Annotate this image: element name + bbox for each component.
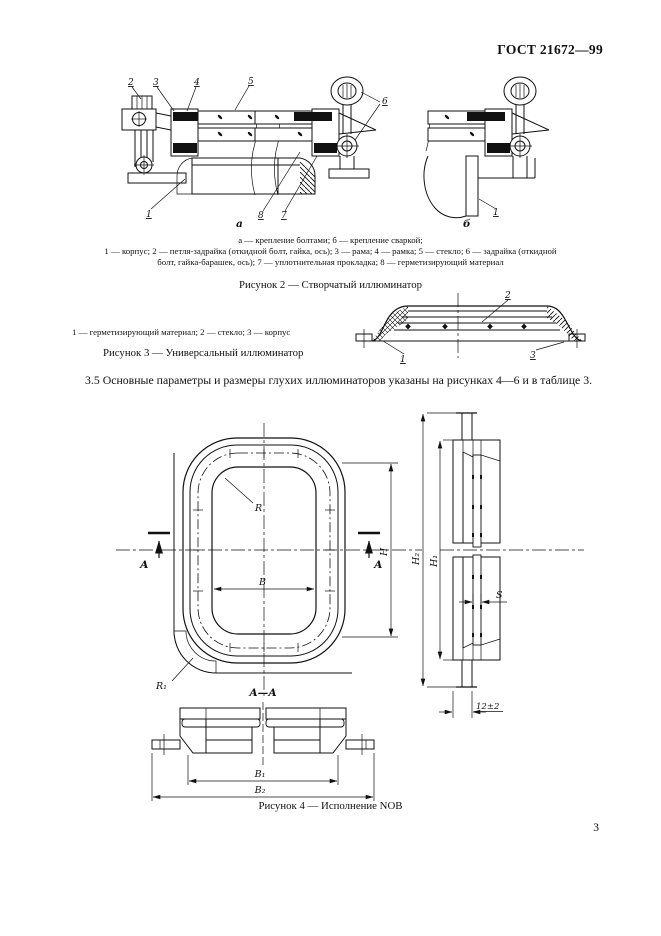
fig4-side-view: Н₂ Н₁ S 12±2 — [411, 412, 584, 718]
callout-6: 6 — [382, 97, 388, 107]
callout-1-right: 1 — [493, 208, 499, 218]
figure3-legend: 1 — герметизирующий материал; 2 — стекло… — [72, 327, 291, 337]
view-label-a: а — [236, 218, 243, 230]
fig4-section-a-a: А—А — [151, 687, 375, 801]
figure2-legend-line3: болт, гайка-барашек, ось); 7 — уплотните… — [157, 256, 504, 267]
figure4-caption: Рисунок 4 — Исполнение NOB — [258, 800, 403, 812]
dim-B2: В₂ — [254, 785, 266, 796]
dim-R: R — [254, 503, 262, 514]
view-label-b: б — [463, 218, 471, 230]
fig4-front-view: R R₁ А А В Н — [116, 423, 422, 697]
figure2-legend-line2: 1 — корпус; 2 — петля-задрайка (откидной… — [104, 245, 557, 256]
callout-1: 1 — [146, 210, 152, 220]
fig4-aa-left — [151, 707, 261, 755]
figure2-caption: Рисунок 2 — Створчатый иллюминатор — [238, 279, 423, 291]
fig4-aa-right — [265, 707, 375, 755]
fig3-glass-marks — [405, 323, 527, 330]
dim-H1: Н₁ — [429, 555, 440, 568]
fig2-wing-nut-right — [503, 76, 537, 106]
dim-S: S — [496, 590, 503, 601]
callout-5: 5 — [248, 77, 254, 87]
fig2-hull-plate — [465, 155, 479, 217]
callout-7: 7 — [281, 211, 287, 221]
fig2-gasket — [173, 143, 197, 153]
paragraph-3-5: 3.5 Основные параметры и размеры глухих … — [85, 373, 593, 387]
section-letter: А — [139, 559, 149, 571]
doc-number: ГОСТ 21672—99 — [497, 42, 603, 57]
callout-3: 3 — [153, 78, 159, 88]
section-letter: А — [373, 559, 383, 571]
dim-H: Н — [379, 547, 390, 557]
fig2-hull-left — [176, 157, 279, 195]
fig3-sealant-left — [372, 306, 408, 341]
fig2-bolted-assembly: 2 3 4 5 1 — [121, 77, 280, 220]
page-number: 3 — [593, 822, 599, 834]
fig4-opening — [211, 466, 317, 635]
fig4-aa-glass-left — [181, 718, 261, 728]
callout-4: 4 — [193, 78, 200, 88]
dim-H2: Н₂ — [411, 553, 422, 566]
fig4-glass-bottom — [472, 554, 482, 646]
callout-2: 2 — [127, 78, 134, 88]
fig3-sealant-right — [547, 306, 582, 341]
dim-R1: R₁ — [155, 681, 167, 692]
figure2-drawing: 2 3 4 5 1 — [121, 76, 550, 230]
figure4-drawing: R R₁ А А В Н — [116, 412, 584, 801]
dim-B1: В₁ — [254, 769, 266, 780]
callout-8: 8 — [258, 211, 264, 221]
section-view-title: А—А — [248, 687, 277, 699]
fig2-clamp-assembly: 8 7 6 а — [236, 76, 388, 230]
fig3-callout-3: 3 — [530, 351, 536, 361]
fig4-bolt-ticks — [193, 449, 335, 652]
figure3-caption: Рисунок 3 — Универсальный иллюминатор — [103, 347, 304, 359]
figure3-drawing: 2 1 3 — [355, 291, 586, 365]
fig4-section-mark-left: А — [139, 531, 170, 571]
fig4-aa-glass-right — [265, 718, 345, 728]
fig2-wing-nut — [330, 76, 364, 106]
dim-12pm2: 12±2 — [476, 702, 499, 712]
fig4-section-mark-right: А — [358, 531, 383, 571]
fig2-seal-top — [173, 112, 213, 121]
fig4-glass-top — [472, 454, 482, 548]
figure2-legend: а — крепление болтами; б — крепление сва… — [40, 235, 621, 267]
fig3-callout-2: 2 — [504, 291, 511, 301]
figure2-legend-line1: а — крепление болтами; б — крепление сва… — [238, 235, 423, 245]
fig3-callout-1: 1 — [400, 355, 406, 365]
fig4-corner-weld — [173, 630, 217, 674]
dim-B: В — [258, 577, 266, 588]
fig2-welded-assembly: 1 б — [423, 76, 550, 230]
